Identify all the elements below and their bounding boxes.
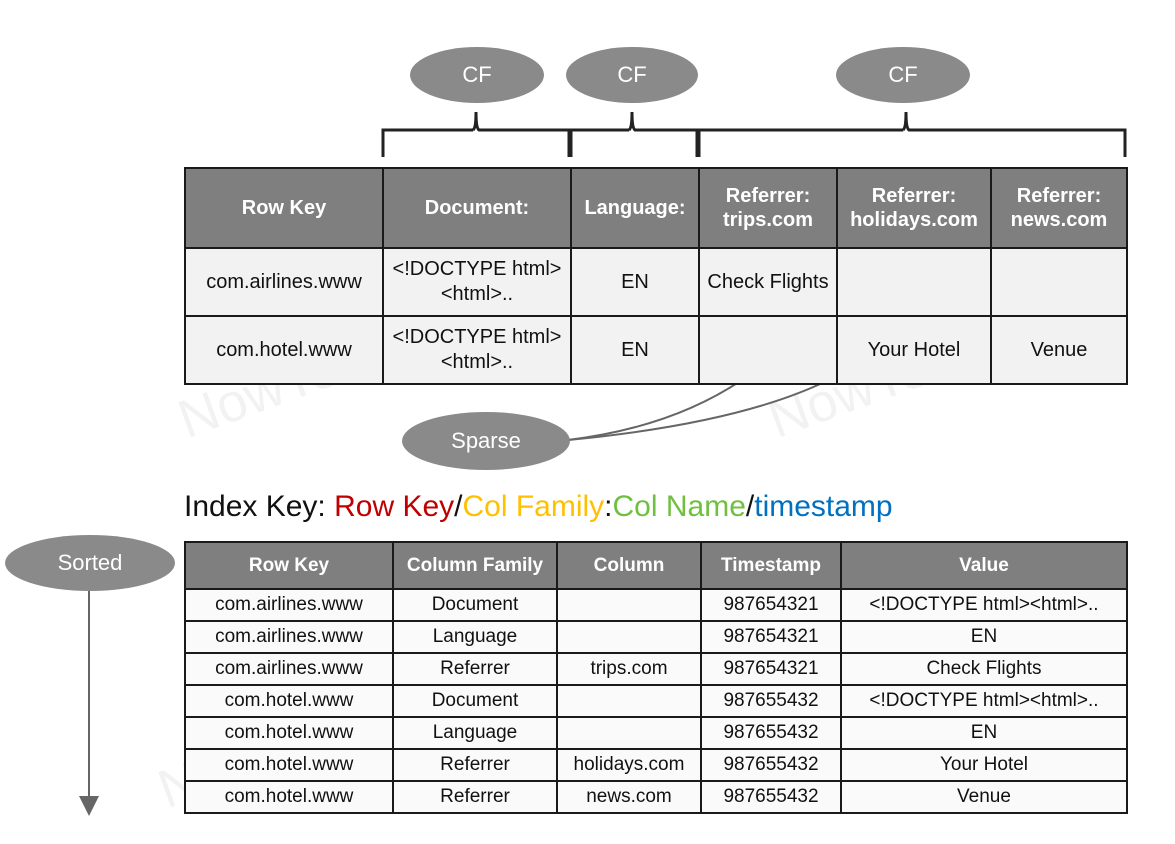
cell: com.hotel.www [184,315,384,385]
cell: <!DOCTYPE html> <html>.. [382,315,572,385]
sorted-ellipse: Sorted [5,535,175,591]
cell [556,588,702,622]
cf-brace-3 [697,111,1127,157]
cell: holidays.com [556,748,702,782]
cell: EN [840,620,1128,654]
cell [836,247,992,317]
cell: Language [392,620,558,654]
cell: Document [392,588,558,622]
wide-column-table: Row Key Document: Language: Referrer: tr… [184,167,1128,385]
cell: 987654321 [700,652,842,686]
header-timestamp: Timestamp [700,541,842,590]
sparse-ellipse: Sparse [402,412,570,470]
cell: <!DOCTYPE html><html>.. [840,684,1128,718]
cell: Check Flights [698,247,838,317]
index-key-sep: / [745,490,755,523]
index-key-col-family: Col Family [462,490,605,523]
cell: <!DOCTYPE html> <html>.. [382,247,572,317]
cell [556,684,702,718]
header-language: Language: [570,167,700,249]
cell [556,716,702,750]
cell: com.hotel.www [184,780,394,814]
index-key-timestamp: timestamp [754,490,893,523]
cell: com.airlines.www [184,247,384,317]
header-referrer-holidays: Referrer: holidays.com [836,167,992,249]
cell: Check Flights [840,652,1128,686]
header-row-key: Row Key [184,167,384,249]
cell: 987654321 [700,620,842,654]
cell: Venue [840,780,1128,814]
cell: com.airlines.www [184,620,394,654]
cell: 987655432 [700,748,842,782]
cell: Venue [990,315,1128,385]
cell: EN [570,247,700,317]
index-key-caption: Index Key: Row Key/Col Family:Col Name/t… [184,490,893,524]
cell: 987655432 [700,716,842,750]
cell: com.airlines.www [184,588,394,622]
cf-brace-1 [381,111,571,157]
index-table: Row Key Column Family Column Timestamp V… [184,541,1128,814]
cell: Your Hotel [836,315,992,385]
cell: Your Hotel [840,748,1128,782]
header-document: Document: [382,167,572,249]
cf-ellipse: CF [410,47,544,103]
cell: com.hotel.www [184,716,394,750]
header-column: Column [556,541,702,590]
cell: com.hotel.www [184,684,394,718]
cf-ellipse: CF [836,47,970,103]
index-key-row-key: Row Key [334,490,455,523]
index-key-prefix: Index Key: [184,490,335,523]
cell: trips.com [556,652,702,686]
header-referrer-news: Referrer: news.com [990,167,1128,249]
index-key-col-name: Col Name [612,490,746,523]
index-key-sep: / [454,490,463,523]
cell [698,315,838,385]
cell: 987655432 [700,684,842,718]
table-row: com.airlines.www <!DOCTYPE html> <html>.… [184,247,1128,317]
cell: com.hotel.www [184,748,394,782]
cell: EN [840,716,1128,750]
cell: com.airlines.www [184,652,394,686]
cell: Language [392,716,558,750]
index-key-sep: : [604,490,613,523]
cell: 987655432 [700,780,842,814]
cell: Document [392,684,558,718]
cell: Referrer [392,780,558,814]
cf-brace-2 [569,111,699,157]
cell [556,620,702,654]
cell [990,247,1128,317]
cell: 987654321 [700,588,842,622]
cell: Referrer [392,748,558,782]
cf-ellipse: CF [566,47,698,103]
cell: Referrer [392,652,558,686]
cell: <!DOCTYPE html><html>.. [840,588,1128,622]
header-column-family: Column Family [392,541,558,590]
table-row: com.hotel.www <!DOCTYPE html> <html>.. E… [184,315,1128,385]
cell: EN [570,315,700,385]
header-value: Value [840,541,1128,590]
cell: news.com [556,780,702,814]
header-row-key: Row Key [184,541,394,590]
header-referrer-trips: Referrer: trips.com [698,167,838,249]
